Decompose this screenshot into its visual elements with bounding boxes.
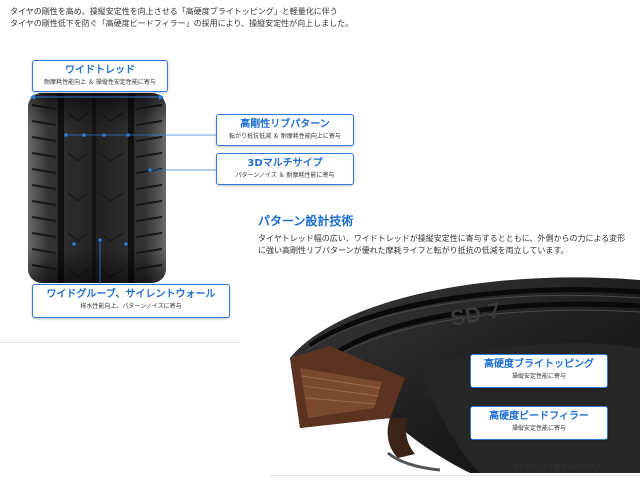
pattern-section-title: パターン設計技術 <box>258 214 354 228</box>
callout-subtitle: 操縦安定性能に寄与 <box>511 373 566 380</box>
callout-title: 3Dマルチサイプ <box>247 158 323 169</box>
callout-bead-filler: 高硬度ビードフィラー 操縦安定性能に寄与 <box>470 406 608 440</box>
callout-wide-tread: ワイドトレッド 耐摩耗性能向上 ＆ 操縦性安定性能に寄与 <box>32 60 168 92</box>
tire-tread-image <box>28 93 166 283</box>
callout-subtitle: 操縦安定性能に寄与 <box>511 425 566 432</box>
callout-subtitle: 排水性能向上、パターンノイズに寄与 <box>80 303 182 310</box>
callout-title: 高剛性リブパターン <box>240 119 330 130</box>
section-divider <box>0 342 240 343</box>
pattern-section-text: タイヤトレッド幅の広い、ワイドトレッドが操縦安定性に寄与するとともに、外側からの… <box>258 234 626 255</box>
intro-line-1: タイヤの剛性を高め、操縦安定性を向上させる「高硬度ブライトッピング」と軽量化に伴… <box>10 7 338 16</box>
callout-title: 高硬度ブライトッピング <box>484 359 594 370</box>
callout-subtitle: 転がり抵抗低減 ＆ 耐摩耗性能向上に寄与 <box>229 133 341 140</box>
callout-title: ワイドグルーブ、サイレントウォール <box>46 289 216 300</box>
callout-rib-pattern: 高剛性リブパターン 転がり抵抗低減 ＆ 耐摩耗性能向上に寄与 <box>216 114 354 146</box>
width-arrow <box>30 94 164 100</box>
callout-wide-groove: ワイドグルーブ、サイレントウォール 排水性能向上、パターンノイズに寄与 <box>32 284 230 318</box>
bottom-divider <box>270 475 640 476</box>
callout-3d-multi-sipe: 3Dマルチサイプ パターンノイズ ＆ 耐摩耗性能に寄与 <box>216 153 354 185</box>
callout-title: 高硬度ビードフィラー <box>489 411 589 422</box>
callout-subtitle: パターンノイズ ＆ 耐摩耗性能に寄与 <box>235 172 335 179</box>
callout-title: ワイドトレッド <box>65 65 135 76</box>
callout-subtitle: 耐摩耗性能向上 ＆ 操縦性安定性能に寄与 <box>44 79 156 86</box>
intro-text: タイヤの剛性を高め、操縦安定性を向上させる「高硬度ブライトッピング」と軽量化に伴… <box>10 6 353 30</box>
intro-line-2: タイヤの剛性低下を防ぐ「高硬度ビードフィラー」の採用により、操縦安定性が向上しま… <box>10 19 354 28</box>
callout-bright-topping: 高硬度ブライトッピング 操縦安定性能に寄与 <box>470 354 608 388</box>
size-note: ※サイズにより構造は異なります。 <box>513 464 608 471</box>
